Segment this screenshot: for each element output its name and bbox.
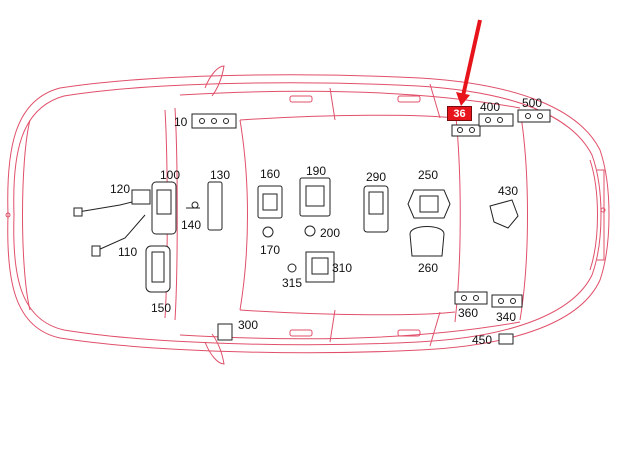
component-430 (489, 199, 519, 229)
label-315: 315 (282, 276, 303, 290)
cable-120 (77, 199, 141, 213)
label-150: 150 (151, 301, 172, 315)
component-450 (498, 333, 514, 345)
label-130: 130 (210, 168, 231, 182)
component-200 (304, 225, 316, 237)
components (73, 109, 551, 345)
component-500 (517, 109, 551, 123)
label-290: 290 (366, 170, 387, 184)
label-430: 430 (498, 184, 519, 198)
label-500: 500 (522, 96, 543, 110)
label-260: 260 (418, 261, 439, 275)
label-450: 450 (472, 333, 493, 347)
pointer-arrow (456, 19, 482, 106)
component-400 (478, 113, 514, 127)
component-170 (262, 226, 274, 238)
label-160: 160 (260, 167, 281, 181)
label-200: 200 (320, 226, 341, 240)
label-100: 100 (160, 168, 181, 182)
label-120: 120 (110, 182, 131, 196)
label-110: 110 (118, 245, 138, 259)
label-140: 140 (181, 218, 202, 232)
label-170: 170 (260, 243, 281, 257)
label-400: 400 (480, 100, 501, 114)
label-190: 190 (306, 164, 327, 178)
label-360: 360 (458, 306, 479, 320)
highlighted-label-36: 36 (447, 106, 472, 121)
label-300: 300 (238, 318, 259, 332)
component-300 (217, 323, 233, 341)
label-340: 340 (496, 310, 517, 324)
component-36 (451, 124, 481, 137)
label-310: 310 (332, 261, 353, 275)
component-130 (207, 181, 223, 231)
label-250: 250 (418, 168, 439, 182)
label-10: 10 (174, 115, 188, 129)
cable-110 (97, 214, 146, 251)
component-315 (287, 263, 297, 273)
component-360 (454, 291, 488, 305)
component-340 (491, 294, 523, 308)
component-260 (409, 226, 445, 257)
